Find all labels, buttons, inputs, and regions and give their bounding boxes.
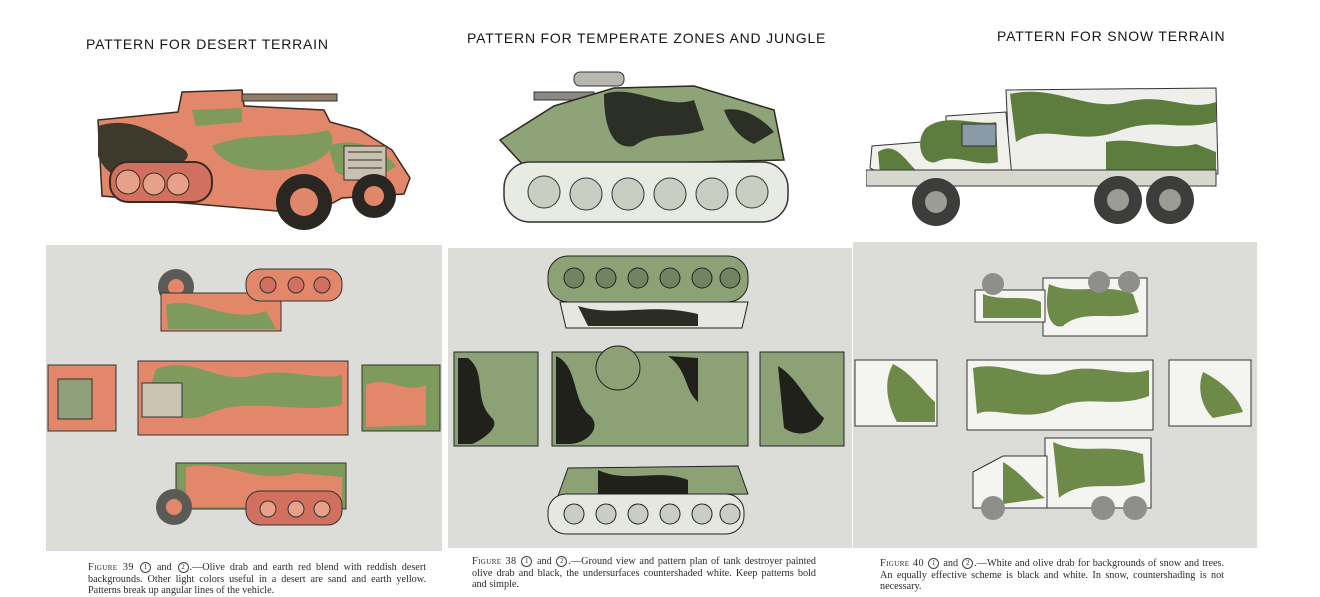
halftrack-illustration: [92, 86, 412, 241]
figure-label: Figure 40: [880, 558, 925, 569]
title-snow-terrain: PATTERN FOR SNOW TERRAIN: [997, 28, 1226, 44]
caption-text: .—White and olive drab for backgrounds o…: [880, 558, 1225, 593]
marker-1: 1: [139, 562, 151, 574]
caption-desert: Figure 39 1 and 2.—Olive drab and earth …: [88, 562, 426, 597]
caption-snow: Figure 40 1 and 2.—White and olive drab …: [880, 558, 1224, 593]
pattern-plan-temperate: [448, 248, 852, 548]
marker-1: 1: [928, 558, 940, 570]
tank-destroyer-illustration: [494, 70, 794, 245]
marker-2: 2: [962, 558, 974, 570]
figure-label: Figure 39: [88, 562, 134, 573]
title-temperate-jungle: PATTERN FOR TEMPERATE ZONES AND JUNGLE: [467, 30, 827, 46]
marker-2: 2: [556, 556, 568, 568]
marker-1: 1: [521, 556, 533, 568]
pattern-plan-desert: [46, 245, 442, 551]
pattern-plan-snow: [853, 242, 1257, 548]
cargo-truck-illustration: [865, 82, 1222, 237]
caption-conj: and: [943, 558, 959, 569]
caption-text: .—Ground view and pattern plan of tank d…: [472, 556, 817, 591]
marker-2: 2: [177, 562, 189, 574]
caption-text: .—Olive drab and earth red blend with re…: [88, 562, 427, 597]
caption-temperate: Figure 38 1 and 2.—Ground view and patte…: [472, 556, 816, 591]
caption-conj: and: [156, 562, 172, 573]
figure-label: Figure 38: [472, 556, 517, 567]
title-desert-terrain: PATTERN FOR DESERT TERRAIN: [86, 36, 329, 52]
caption-conj: and: [536, 556, 552, 567]
